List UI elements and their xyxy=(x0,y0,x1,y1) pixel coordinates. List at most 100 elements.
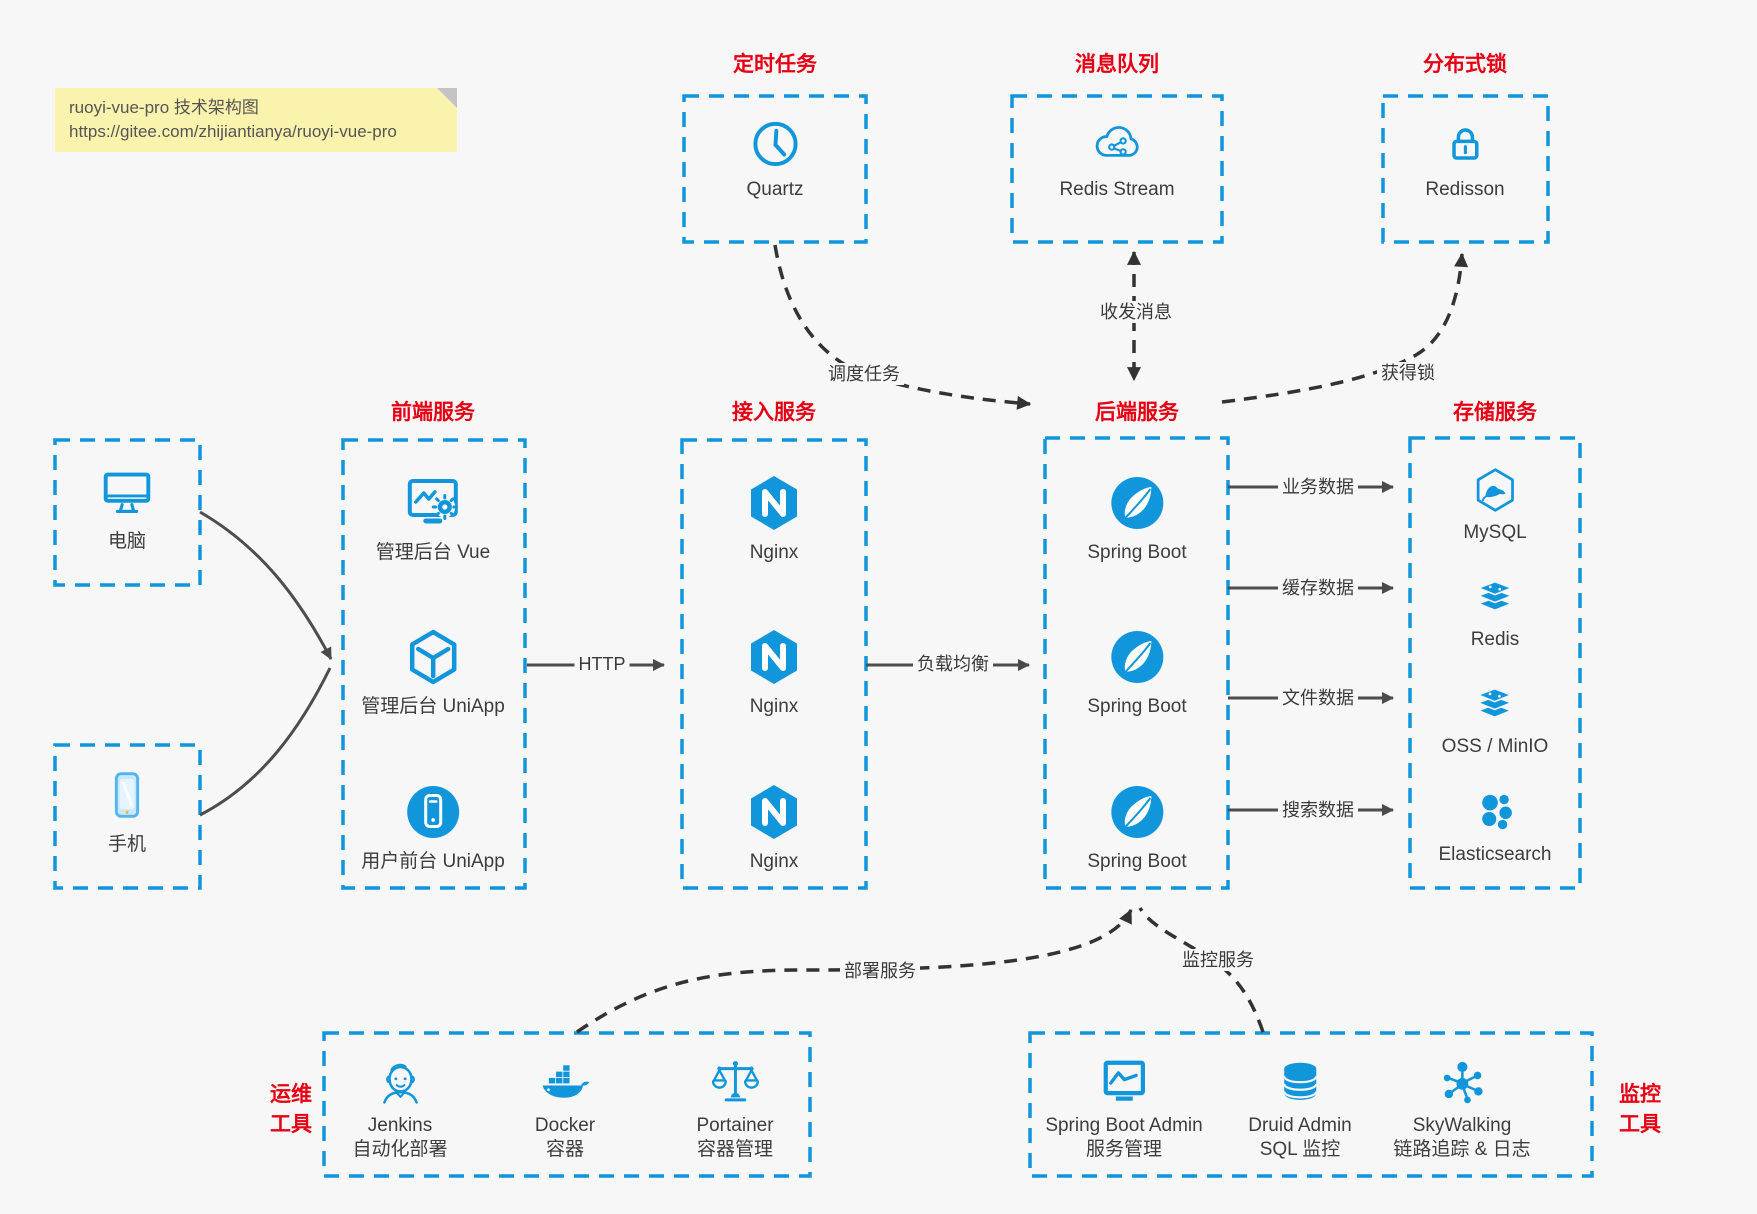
node-elasticsearch: Elasticsearch xyxy=(1439,787,1552,867)
spring-icon xyxy=(1110,477,1163,529)
node-spring-boot-2: Spring Boot xyxy=(1087,625,1187,719)
jenkins-icon xyxy=(382,1063,418,1104)
tool-name: Jenkins xyxy=(367,1115,433,1136)
client-pc-box xyxy=(53,438,202,587)
node-label: Elasticsearch xyxy=(1438,844,1552,865)
heading-frontend: 前端服务 xyxy=(391,401,475,424)
node-admin-uniapp: 管理后台 UniApp xyxy=(361,625,505,719)
node-redis-stream: Redis Stream xyxy=(1059,116,1175,202)
tool-portainer: Portainer 容器管理 xyxy=(696,1056,774,1162)
elasticsearch-icon xyxy=(1481,794,1512,830)
heading-gateway: 接入服务 xyxy=(732,401,816,424)
edge-label-deploy: 部署服务 xyxy=(840,960,920,982)
tool-desc: 自动化部署 xyxy=(352,1139,448,1160)
node-label: OSS / MinIO xyxy=(1441,736,1549,757)
monitor-service-arrow xyxy=(1138,907,1265,1033)
deploy-service-arrow xyxy=(576,908,1133,1034)
tool-name: SkyWalking xyxy=(1412,1115,1512,1136)
node-nginx-3: Nginx xyxy=(742,780,806,874)
node-label: Nginx xyxy=(749,542,799,563)
node-label: 管理后台 Vue xyxy=(375,542,491,563)
storage-box xyxy=(1408,436,1582,890)
node-spring-boot-1: Spring Boot xyxy=(1087,471,1187,565)
node-redisson: Redisson xyxy=(1425,116,1505,202)
node-label: Redisson xyxy=(1425,179,1505,200)
edge-label-acquire-lock: 获得锁 xyxy=(1377,362,1439,384)
quartz-box xyxy=(682,94,868,244)
phone-to-frontend-arrow xyxy=(199,667,332,817)
edge-label-load-balance: 负载均衡 xyxy=(913,653,993,675)
nginx-icon xyxy=(751,630,797,684)
node-label: 用户前台 UniApp xyxy=(361,851,505,872)
edge-label-business-data: 业务数据 xyxy=(1278,476,1358,498)
node-label: 手机 xyxy=(107,834,146,855)
uniapp-cube-icon xyxy=(409,629,457,685)
node-label: MySQL xyxy=(1463,522,1527,543)
chart-monitor-icon xyxy=(1103,1060,1145,1101)
edge-label-cache-data: 缓存数据 xyxy=(1278,577,1358,599)
tool-desc: 服务管理 xyxy=(1085,1139,1162,1160)
group-box-borders xyxy=(53,94,1594,1178)
phone-icon xyxy=(114,772,140,818)
node-label: Redis Stream xyxy=(1059,179,1175,200)
edge-label-monitor: 监控服务 xyxy=(1178,949,1258,971)
topology-icon xyxy=(1443,1061,1483,1104)
node-redis: Redis xyxy=(1470,572,1520,652)
tool-skywalking: SkyWalking 链路追踪 & 日志 xyxy=(1393,1056,1531,1162)
tool-jenkins: Jenkins 自动化部署 xyxy=(352,1056,448,1162)
nginx-icon xyxy=(751,476,797,530)
tool-desc: 链路追踪 & 日志 xyxy=(1393,1139,1531,1160)
pc-to-frontend-arrow xyxy=(199,510,333,660)
tool-desc: SQL 监控 xyxy=(1259,1139,1341,1160)
lock-icon xyxy=(1451,128,1479,160)
tool-name: Docker xyxy=(534,1115,596,1136)
admin-vue-icon xyxy=(407,479,458,524)
node-label: Nginx xyxy=(749,851,799,872)
storage-stack-icon xyxy=(1477,687,1513,719)
heading-distributed-lock: 分布式锁 xyxy=(1423,53,1507,76)
node-label: Spring Boot xyxy=(1087,696,1187,717)
heading-ops-tools: 运维 工具 xyxy=(270,1083,312,1136)
client-phone-box xyxy=(53,743,202,890)
tool-docker: Docker 容器 xyxy=(535,1056,595,1162)
clock-icon xyxy=(752,121,798,167)
node-spring-boot-3: Spring Boot xyxy=(1087,780,1187,874)
heading-message-queue: 消息队列 xyxy=(1075,53,1159,76)
tool-desc: 容器管理 xyxy=(696,1139,774,1160)
tool-desc: 容器 xyxy=(545,1139,584,1160)
tool-name: Portainer xyxy=(696,1115,774,1136)
edge-label-search-data: 搜索数据 xyxy=(1278,799,1358,821)
node-user-uniapp: 用户前台 UniApp xyxy=(361,780,505,874)
node-client-pc: 电脑 xyxy=(96,462,158,554)
dashed-arrows xyxy=(576,244,1469,1034)
acquire-lock-arrow xyxy=(1221,252,1469,404)
node-mysql: MySQL xyxy=(1463,465,1527,545)
node-admin-vue: 管理后台 Vue xyxy=(376,471,490,565)
redis-stack-icon xyxy=(1477,580,1513,612)
docker-icon xyxy=(542,1065,590,1098)
edge-label-schedule-task: 调度任务 xyxy=(824,363,904,385)
monitor-tools-box xyxy=(1028,1031,1594,1178)
title-note: ruoyi-vue-pro 技术架构图 https://gitee.com/zh… xyxy=(55,88,457,152)
nginx-icon xyxy=(751,785,797,839)
note-title: ruoyi-vue-pro 技术架构图 xyxy=(69,98,259,117)
edge-label-file-data: 文件数据 xyxy=(1278,687,1358,709)
tool-druid-admin: Druid Admin SQL 监控 xyxy=(1248,1056,1352,1162)
desktop-icon xyxy=(103,472,151,513)
tool-spring-boot-admin: Spring Boot Admin 服务管理 xyxy=(1045,1056,1203,1162)
node-label: 管理后台 UniApp xyxy=(361,696,505,717)
edge-label-send-receive: 收发消息 xyxy=(1096,301,1176,323)
backend-box xyxy=(1043,436,1230,890)
node-label: Quartz xyxy=(746,179,804,200)
database-icon xyxy=(1282,1062,1318,1100)
heading-backend: 后端服务 xyxy=(1095,401,1179,424)
node-label: Redis xyxy=(1470,629,1520,650)
heading-monitor-tools: 监控 工具 xyxy=(1619,1083,1661,1136)
cloud-share-icon xyxy=(1095,126,1139,157)
mysql-icon xyxy=(1476,468,1514,512)
portainer-icon xyxy=(711,1061,759,1102)
node-label: Nginx xyxy=(749,696,799,717)
node-quartz: Quartz xyxy=(746,116,804,202)
note-fold-corner xyxy=(437,88,457,108)
